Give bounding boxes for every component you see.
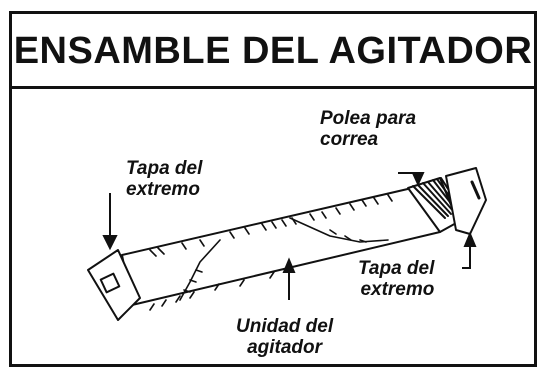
polea-leader (398, 172, 425, 187)
tapa-right-leader (462, 231, 477, 269)
title-divider (12, 86, 534, 89)
label-tapa-extremo-right: Tapa del extremo (358, 258, 435, 300)
diagram-title: ENSAMBLE DEL AGITADOR (13, 29, 533, 72)
right-end-cap (445, 167, 487, 235)
unidad-leader (282, 257, 296, 300)
label-polea-correa: Polea para correa (320, 108, 417, 150)
left-end-cap (87, 249, 141, 321)
label-tapa-extremo-left: Tapa del extremo (126, 158, 203, 200)
tapa-left-leader (102, 193, 118, 251)
bristle-tufts (149, 194, 393, 311)
label-unidad-agitador: Unidad del agitador (236, 316, 334, 358)
diagram-frame: ENSAMBLE DEL AGITADOR (9, 11, 537, 367)
